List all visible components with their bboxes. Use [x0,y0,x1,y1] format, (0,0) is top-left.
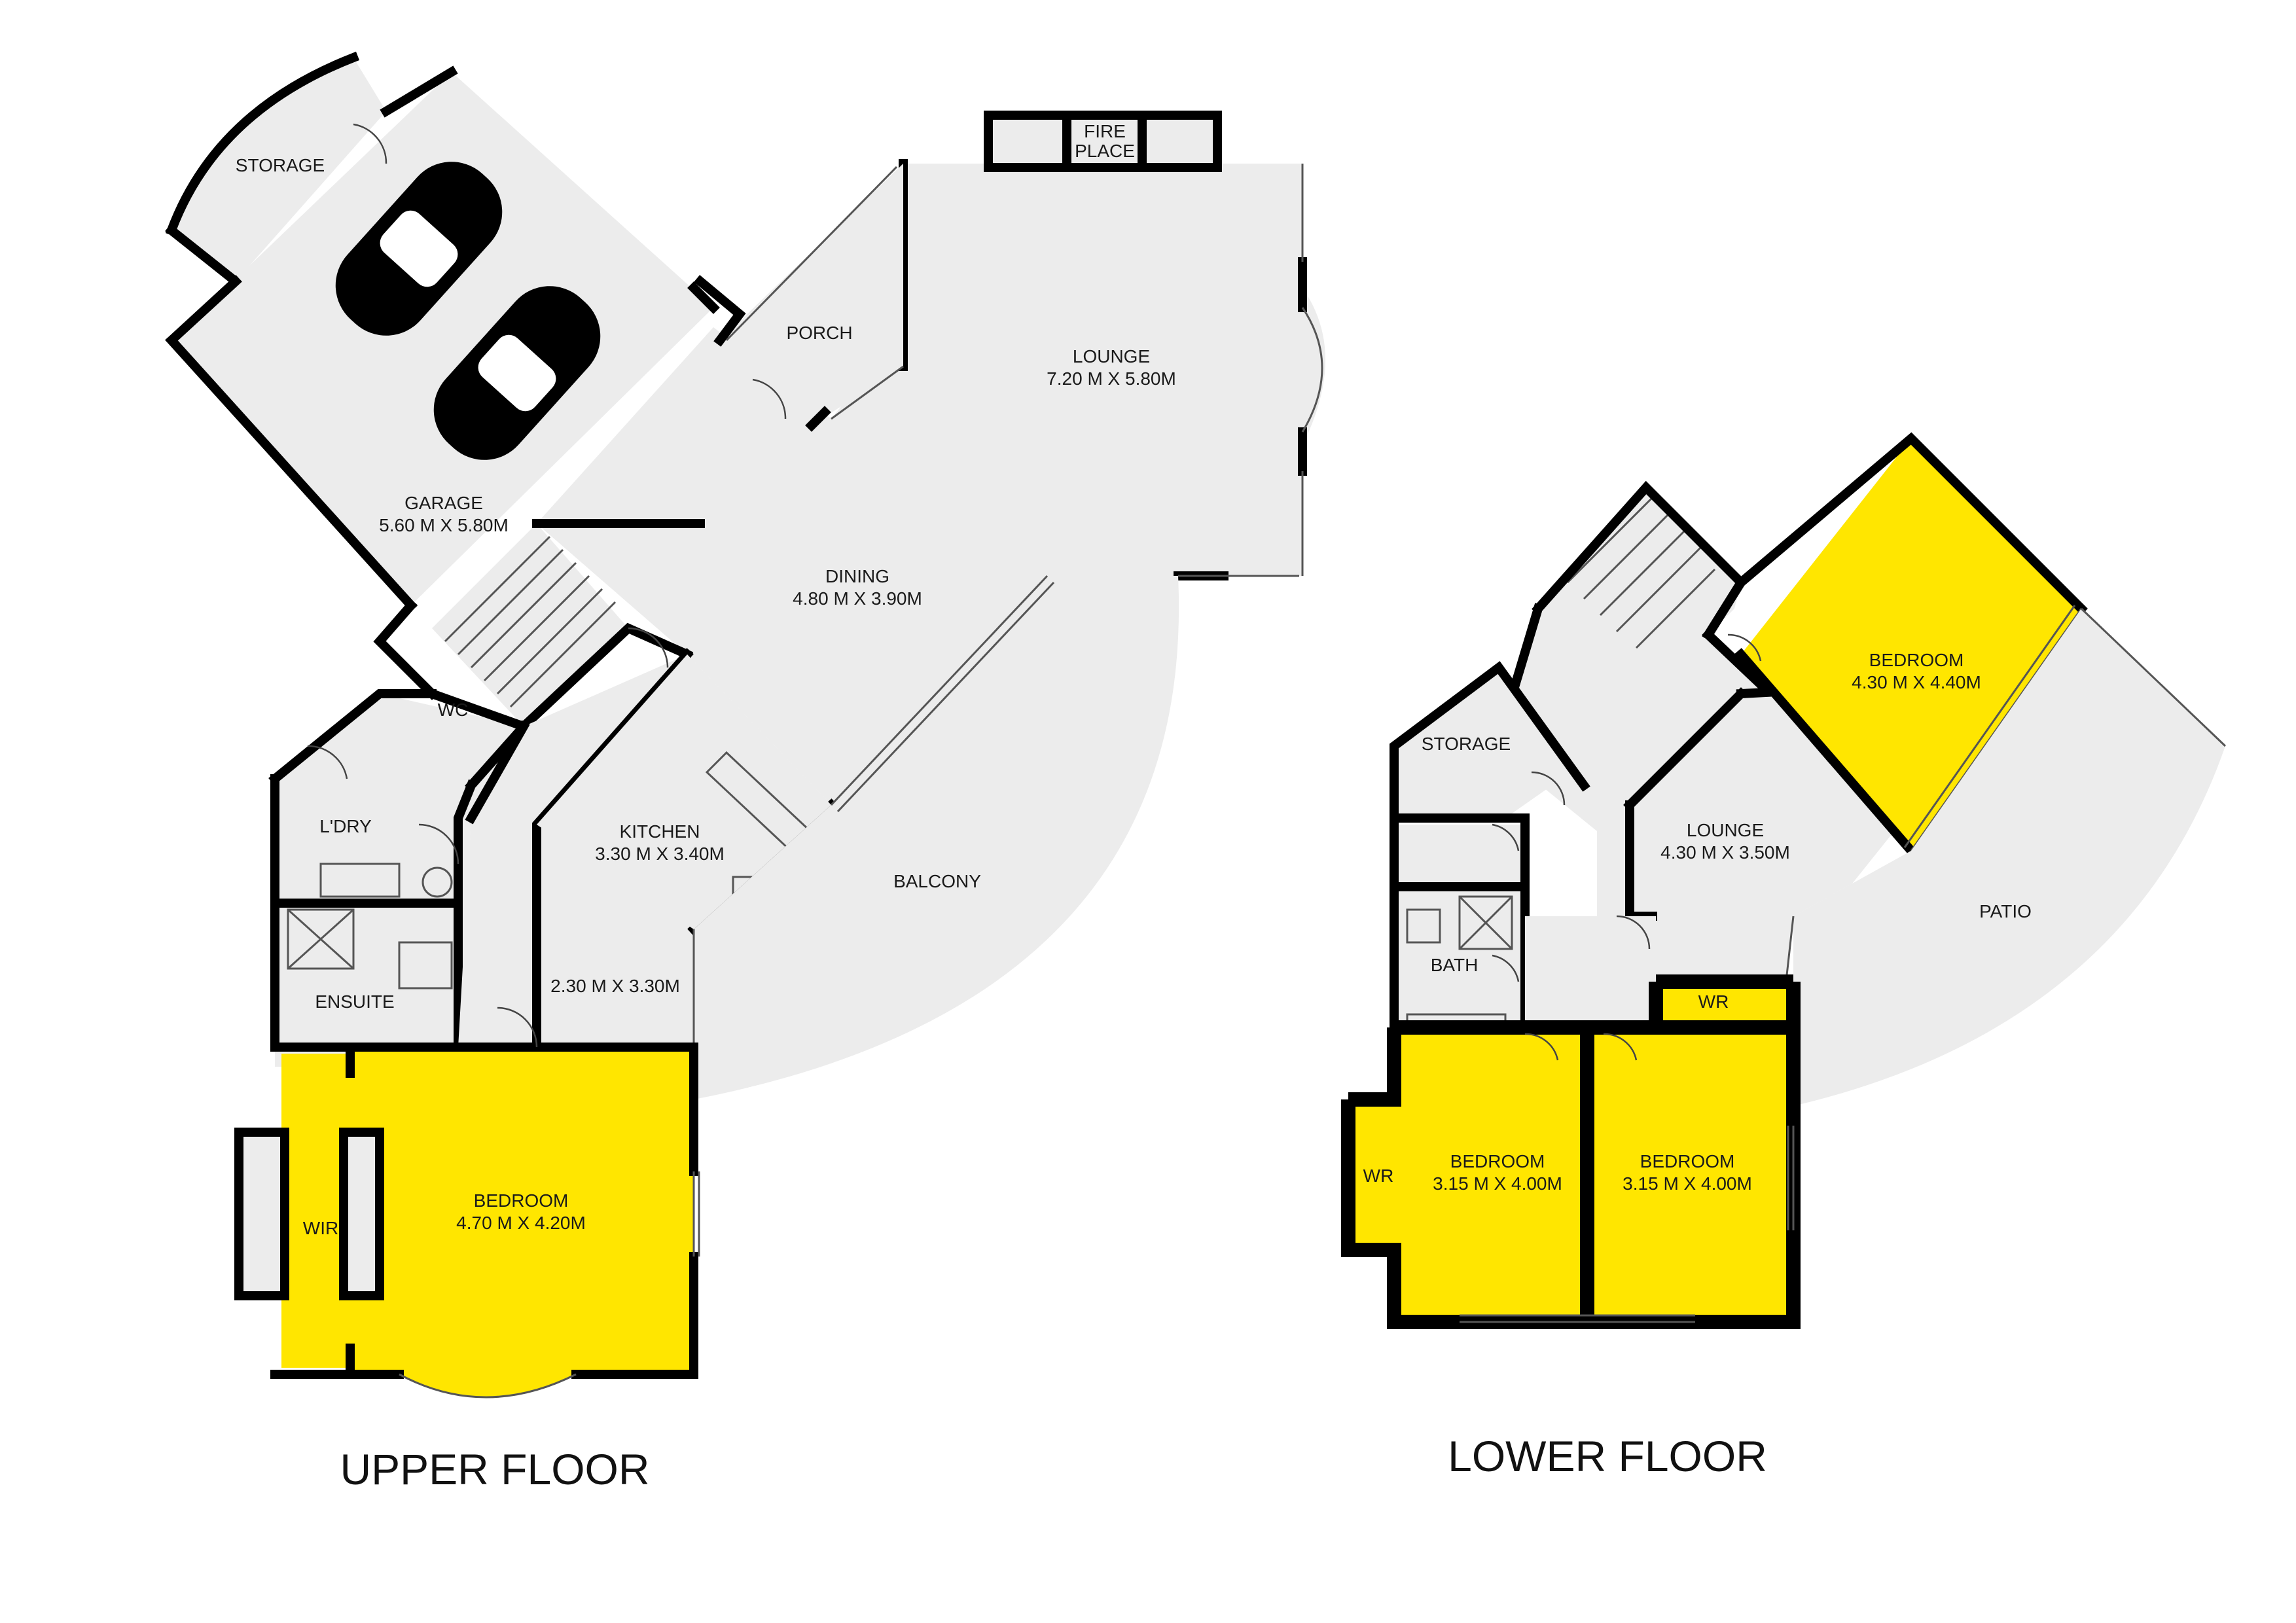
laundry-machine-icon [422,866,453,898]
lower-bedroom-sw-room [1394,1027,1584,1315]
lounge-label: LOUNGE [1073,346,1150,366]
lower-bedroom-ne-walls [1734,432,2088,857]
patio-area [1793,609,2225,1106]
lower-storage-walls [1390,661,1590,823]
upper-floor [165,51,1325,1399]
balcony-edge [692,575,1055,1047]
upper-bedroom-walls [270,1043,698,1379]
porch-label: PORCH [786,323,852,343]
door-swing [307,745,348,779]
wir-robe [234,1128,289,1300]
laundry-label: L'DRY [319,816,372,836]
wir-room [281,1054,350,1368]
lounge-size: 7.20 M X 5.80M [1047,368,1176,389]
upper-bedroom-room [350,1047,694,1397]
balcony-label: BALCONY [893,871,981,891]
fireplace-label-line2: PLACE [1075,141,1135,161]
kitchen-size: 3.30 M X 3.40M [595,844,725,864]
lower-hall-south [1525,916,1656,1027]
kitchen-room [537,654,831,929]
stairs-treads [444,535,617,708]
door-swing [628,627,669,668]
bath-fixtures [1406,895,1513,1055]
lower-wc-room [1394,825,1525,883]
garage-walls [165,65,720,612]
porch-walls [694,275,831,432]
ensuite-label: ENSUITE [315,991,394,1012]
wr-east-label: WR [1698,991,1729,1012]
lounge-bay [1302,288,1325,445]
wir-label: WIR [303,1218,338,1238]
lower-bedroom-sw-label: BEDROOM [1450,1151,1545,1171]
upper-floor-title: UPPER FLOOR [340,1445,649,1493]
patio-label: PATIO [1979,901,2032,921]
lower-storage-room [1394,668,1571,818]
lounge-bay-window [1301,307,1323,433]
wc-label: WC [438,700,469,720]
fireplace-label-line1: FIRE [1084,121,1126,141]
lower-bedroom-sw-size: 3.15 M X 4.00M [1433,1173,1562,1194]
dining-size: 4.80 M X 3.90M [793,588,922,609]
laundry-counter [319,863,401,898]
door-swing [1531,771,1566,806]
wr-west-room [1348,1099,1394,1250]
lower-bedroom-ne-size: 4.30 M X 4.40M [1852,672,1981,692]
door-swing [353,123,387,164]
upper-storage-walls [165,51,360,288]
door-swing [752,378,787,419]
upper-stairs [432,524,628,726]
study-size: 2.30 M X 3.30M [550,976,680,996]
porch-glass [725,166,904,420]
lower-floor-title: LOWER FLOOR [1448,1432,1767,1480]
lower-lounge-size: 4.30 M X 3.50M [1660,842,1790,863]
car-icon [335,162,503,336]
lower-bedrooms-walls [1341,974,1801,1329]
kitchen-label: KITCHEN [620,821,700,842]
lower-storage-label: STORAGE [1422,734,1511,754]
fireplace-box [984,111,1222,172]
lower-bedroom-se-size: 3.15 M X 4.00M [1623,1173,1752,1194]
lower-bedroom-window-east [1787,1126,1795,1230]
dining-label: DINING [825,566,889,586]
lower-bedroom-se-label: BEDROOM [1640,1151,1735,1171]
door-swing [1727,633,1762,662]
dining-lounge-room [537,164,1302,805]
wir-robe-inner [339,1128,384,1300]
door-swing [1616,915,1651,950]
car-icon [433,286,601,460]
wr-east-room [1656,982,1787,1027]
door-swing [418,823,459,865]
garage-size: 5.60 M X 5.80M [379,515,509,535]
lounge-window-east [1178,164,1304,577]
bedroom-bay-window [399,1373,577,1399]
upper-storage-room [171,58,386,281]
lower-stairs [1566,496,1716,649]
porch-room [720,164,903,425]
door-swing [1603,1033,1638,1061]
door-swing [497,1007,538,1048]
upper-storage-label: STORAGE [236,155,325,175]
wr-west-label: WR [1363,1166,1394,1186]
lower-bedroom-window-south [1460,1314,1695,1323]
ensuite-fixtures [287,908,453,990]
door-swing [1492,954,1520,982]
lower-bedroom-ne-label: BEDROOM [1869,650,1964,670]
lower-lounge-label: LOUNGE [1687,820,1764,840]
lower-bedroom-se-room [1587,1027,1787,1315]
garage-label: GARAGE [404,493,483,513]
door-swing [1524,1033,1559,1061]
garage-room [171,72,713,605]
patio-edge [1785,607,2227,976]
balcony-area [694,576,1179,1099]
fireplace-divisions [1062,111,1147,172]
upper-bedroom-label: BEDROOM [474,1190,569,1211]
upper-bedroom-size: 4.70 M X 4.20M [456,1213,586,1233]
lower-floor [1341,432,2227,1329]
bedroom-window-east [692,1171,700,1257]
bath-label: BATH [1431,955,1479,975]
door-swing [1492,823,1520,851]
